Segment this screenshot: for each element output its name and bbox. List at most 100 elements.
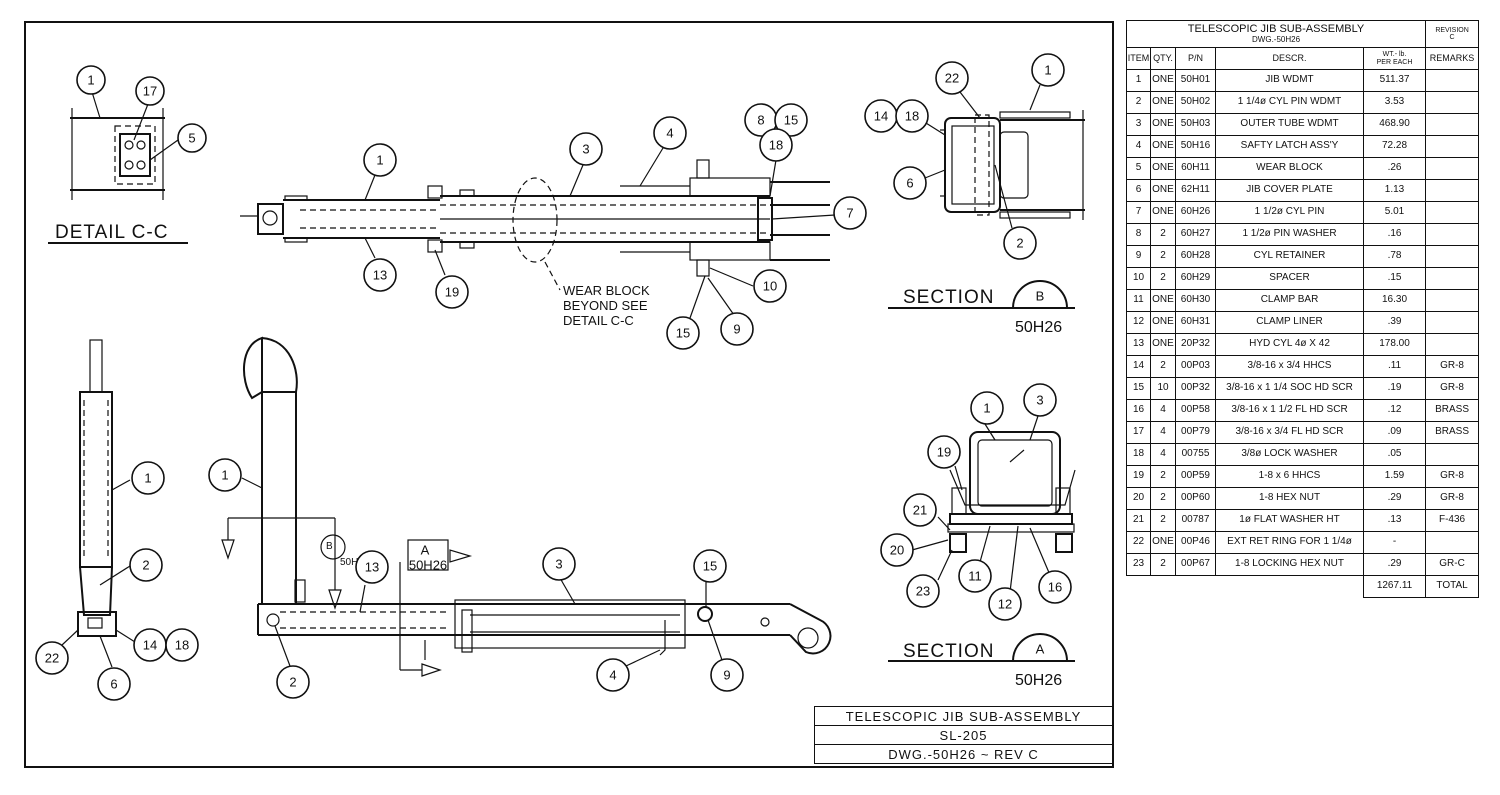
bill-of-materials: TELESCOPIC JIB SUB-ASSEMBLY DWG.-50H26 R… [1125,20,1480,598]
balloon-item: 6 [97,667,131,701]
bom-cell-item: 18 [1126,443,1151,466]
bom-cell-qty: ONE [1150,311,1176,334]
bom-title: TELESCOPIC JIB SUB-ASSEMBLY [1187,23,1365,36]
side-view: B 50H26 A 50H26 [221,336,832,677]
bom-cell-pn: 50H16 [1175,135,1216,158]
bom-cell-qty: ONE [1150,333,1176,356]
bom-cell-pn: 60H28 [1175,245,1216,268]
bom-cell-weight: .05 [1362,443,1427,466]
balloon-item: 12 [988,587,1022,621]
bom-footer-spacer [1127,576,1364,598]
svg-text:9: 9 [723,668,730,683]
svg-text:1: 1 [87,73,94,88]
bom-cell-pn: 00787 [1175,509,1216,532]
bom-title-cell: TELESCOPIC JIB SUB-ASSEMBLY DWG.-50H26 [1125,20,1427,48]
bom-cell-remarks: GR-C [1425,553,1480,576]
balloon-item: 17 [135,76,165,106]
balloon-item: 7 [833,196,867,230]
svg-text:2: 2 [289,675,296,690]
bom-cell-pn: 50H03 [1175,113,1216,136]
svg-text:7: 7 [846,206,853,221]
bom-total-label: TOTAL [1425,575,1480,598]
balloon-item: 1 [970,391,1004,425]
svg-text:19: 19 [937,445,951,460]
bom-cell-pn: 60H26 [1175,201,1216,224]
balloon-item: 15 [666,316,700,350]
bom-cell-qty: 2 [1150,223,1176,246]
svg-text:1: 1 [221,468,228,483]
bom-cell-item: 14 [1126,355,1151,378]
svg-text:23: 23 [916,584,930,599]
bom-subtitle: DWG.-50H26 [1252,34,1301,44]
bom-cell-qty: ONE [1150,531,1176,554]
bom-cell-remarks [1425,135,1480,158]
bom-cell-pn: 00P59 [1175,465,1216,488]
bom-cell-pn: 00P60 [1175,487,1216,510]
bom-cell-weight: .15 [1362,267,1427,290]
bom-cell-descr: SAFTY LATCH ASS'Y [1215,135,1364,158]
bom-cell-remarks [1425,333,1480,356]
bom-cell-qty: 10 [1150,377,1176,400]
bom-cell-remarks [1425,245,1480,268]
cut-a-letter: A [421,543,430,558]
section-b-letter: B [1036,289,1045,304]
svg-text:21: 21 [913,503,927,518]
bom-header-weight-bottom: PER EACH [1376,58,1413,66]
svg-text:18: 18 [769,138,783,153]
cut-a-dwg: 50H26 [409,558,447,573]
bom-cell-descr: 3/8-16 x 3/4 HHCS [1215,355,1364,378]
bom-cell-pn: 60H27 [1175,223,1216,246]
bom-cell-weight: .09 [1362,421,1427,444]
bom-cell-remarks [1425,179,1480,202]
bom-cell-pn: 00P58 [1175,399,1216,422]
detail-cc-view: DETAIL C-C [48,91,188,244]
svg-text:14: 14 [143,638,157,653]
bom-cell-qty: 2 [1150,465,1176,488]
bom-cell-weight: .11 [1362,355,1427,378]
bom-cell-qty: ONE [1150,201,1176,224]
bom-cell-item: 5 [1126,157,1151,180]
balloon-item: 1 [131,461,165,495]
bom-cell-item: 22 [1126,531,1151,554]
end-view [61,339,136,668]
bom-cell-descr: EXT RET RING FOR 1 1/4ø [1215,531,1364,554]
title-block-dwg: DWG.-50H26 ~ REV C [814,744,1113,764]
bom-cell-item: 19 [1126,465,1151,488]
bom-cell-item: 12 [1126,311,1151,334]
balloon-item: 1 [76,65,106,95]
svg-text:9: 9 [733,322,740,337]
bom-cell-descr: CLAMP LINER [1215,311,1364,334]
svg-text:17: 17 [143,84,157,99]
bom-cell-qty: 4 [1150,421,1176,444]
bom-cell-remarks [1425,157,1480,180]
bom-cell-pn: 60H31 [1175,311,1216,334]
bom-cell-item: 9 [1126,245,1151,268]
bom-cell-descr: OUTER TUBE WDMT [1215,113,1364,136]
wear-block-callout-line-2: BEYOND SEE [563,298,648,313]
svg-text:8: 8 [757,113,764,128]
bom-cell-remarks [1425,311,1480,334]
cut-b-dwg: 50H26 [340,557,370,568]
bom-cell-item: 10 [1126,267,1151,290]
bom-cell-descr: 1-8 x 6 HHCS [1215,465,1364,488]
balloons: 1 17 5 1 3 4 8 15 18 7 13 19 10 15 9 22 … [35,53,1072,701]
cut-b-letter: B [326,541,333,552]
bom-revision-cell: REVISION C [1425,20,1480,48]
bom-cell-remarks: GR-8 [1425,487,1480,510]
bom-cell-remarks: F-436 [1425,509,1480,532]
svg-text:10: 10 [763,279,777,294]
balloon-item: 4 [596,658,630,692]
bom-cell-weight: 1.59 [1362,465,1427,488]
bom-cell-pn: 00P32 [1175,377,1216,400]
